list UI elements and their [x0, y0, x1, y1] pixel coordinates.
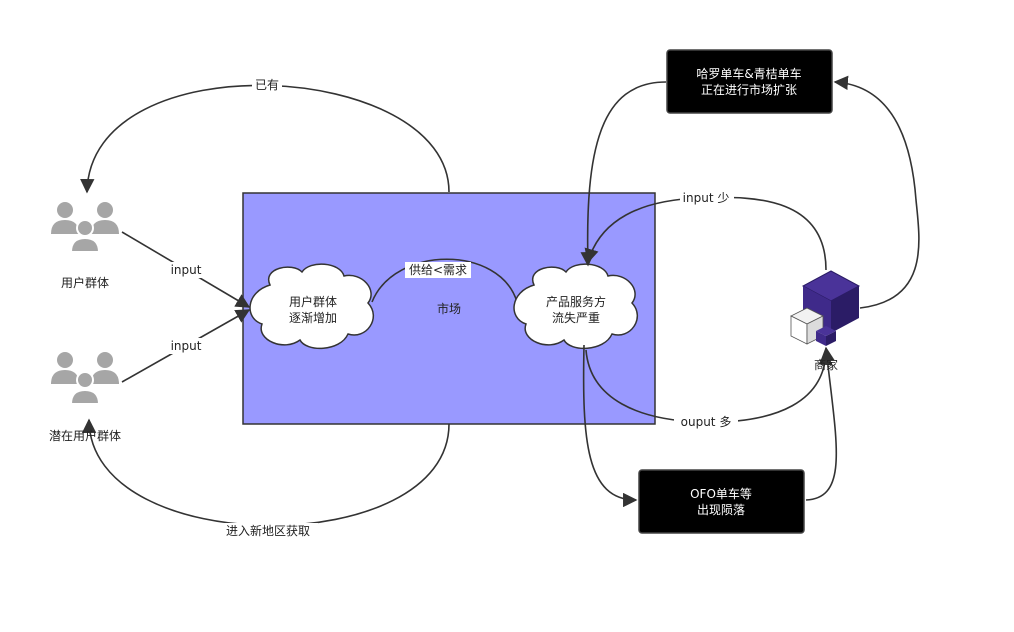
merchant-cube-icon[interactable]	[790, 270, 861, 346]
edge-supply-demand	[371, 258, 518, 303]
cloud-left-line2: 逐渐增加	[289, 311, 337, 325]
edge-input-users-label: input	[171, 263, 202, 277]
cloud-provider-loss[interactable]: 产品服务方 流失严重	[513, 263, 638, 350]
merchant-label: 商家	[814, 357, 838, 372]
edge-decline-to-merchant	[805, 346, 838, 501]
cloud-right-line2: 流失严重	[552, 310, 600, 325]
box-bottom-line1: OFO单车等	[690, 486, 752, 501]
box-expansion[interactable]: 哈罗单车&青桔单车 正在进行市场扩张	[666, 49, 833, 114]
box-top-line2: 正在进行市场扩张	[701, 82, 797, 97]
edge-supply-demand-label: 供给<需求	[409, 263, 467, 277]
box-decline[interactable]: OFO单车等 出现陨落	[638, 469, 805, 534]
potential-users-group-icon[interactable]	[51, 352, 119, 405]
edge-existing-label: 已有	[255, 78, 279, 92]
edge-merchant-to-expansion	[833, 75, 920, 309]
edge-existing	[80, 84, 450, 194]
potential-users-label: 潜在用户群体	[49, 428, 121, 443]
edge-output-more-label: ouput 多	[681, 415, 732, 429]
market-label: 市场	[437, 301, 461, 316]
edge-new-region	[81, 418, 450, 527]
edge-cloud-to-decline	[582, 344, 638, 508]
edge-input-less-label: input 少	[683, 191, 730, 205]
users-group-icon[interactable]	[51, 202, 119, 253]
cloud-left-line1: 用户群体	[289, 294, 337, 309]
users-label: 用户群体	[61, 275, 109, 290]
edge-expansion-to-cloud	[580, 81, 667, 267]
cloud-users-growing[interactable]: 用户群体 逐渐增加	[249, 263, 374, 350]
edge-input-potential-label: input	[171, 339, 202, 353]
edge-new-region-label: 进入新地区获取	[226, 523, 310, 538]
box-top-line1: 哈罗单车&青桔单车	[696, 66, 801, 81]
box-bottom-line2: 出现陨落	[697, 503, 745, 517]
cloud-right-line1: 产品服务方	[546, 294, 606, 309]
